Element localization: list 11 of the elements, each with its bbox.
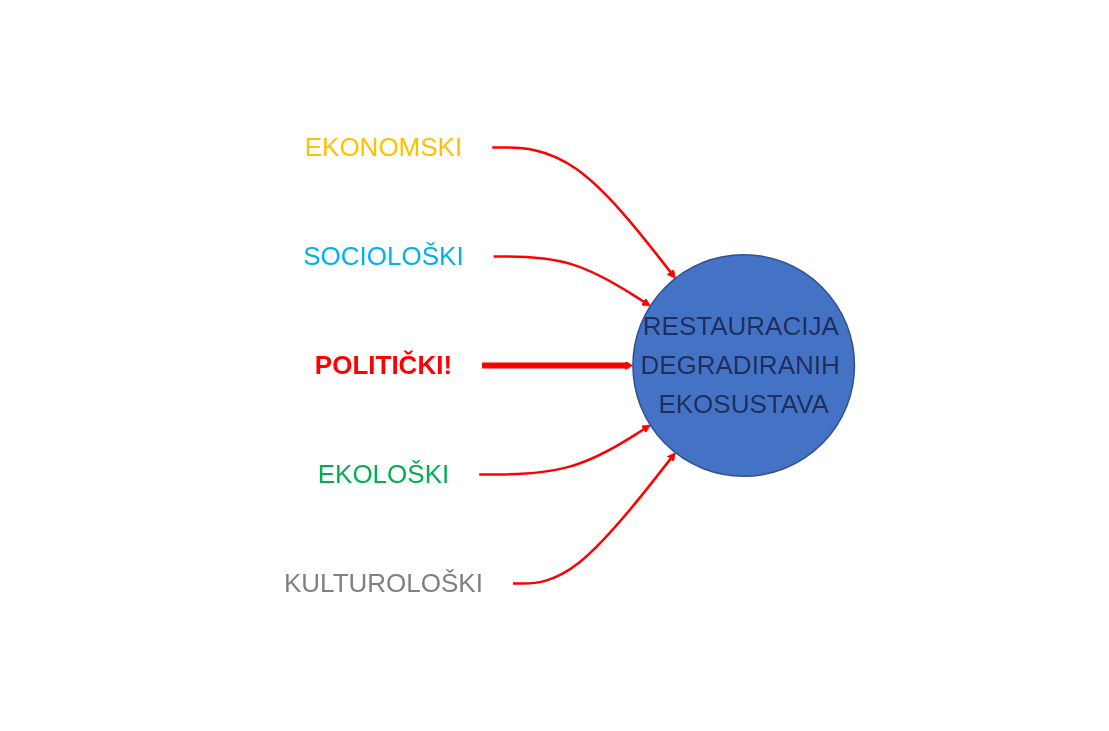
arrow [493, 255, 651, 307]
node-text: KULTUROLOŠKI [284, 568, 484, 598]
node-circle: RESTAURACIJA DEGRADIRANIH EKOSUSTAVA [632, 253, 856, 478]
node-text: EKONOMSKI [304, 132, 463, 162]
node-text: POLITIČKI! [315, 350, 453, 380]
arrow [492, 146, 676, 279]
arrow [479, 424, 651, 476]
arrow [482, 361, 634, 370]
arrow [513, 452, 676, 585]
node-text: SOCIOLOŠKI [303, 241, 464, 271]
node-text: EKOLOŠKI [317, 459, 450, 489]
